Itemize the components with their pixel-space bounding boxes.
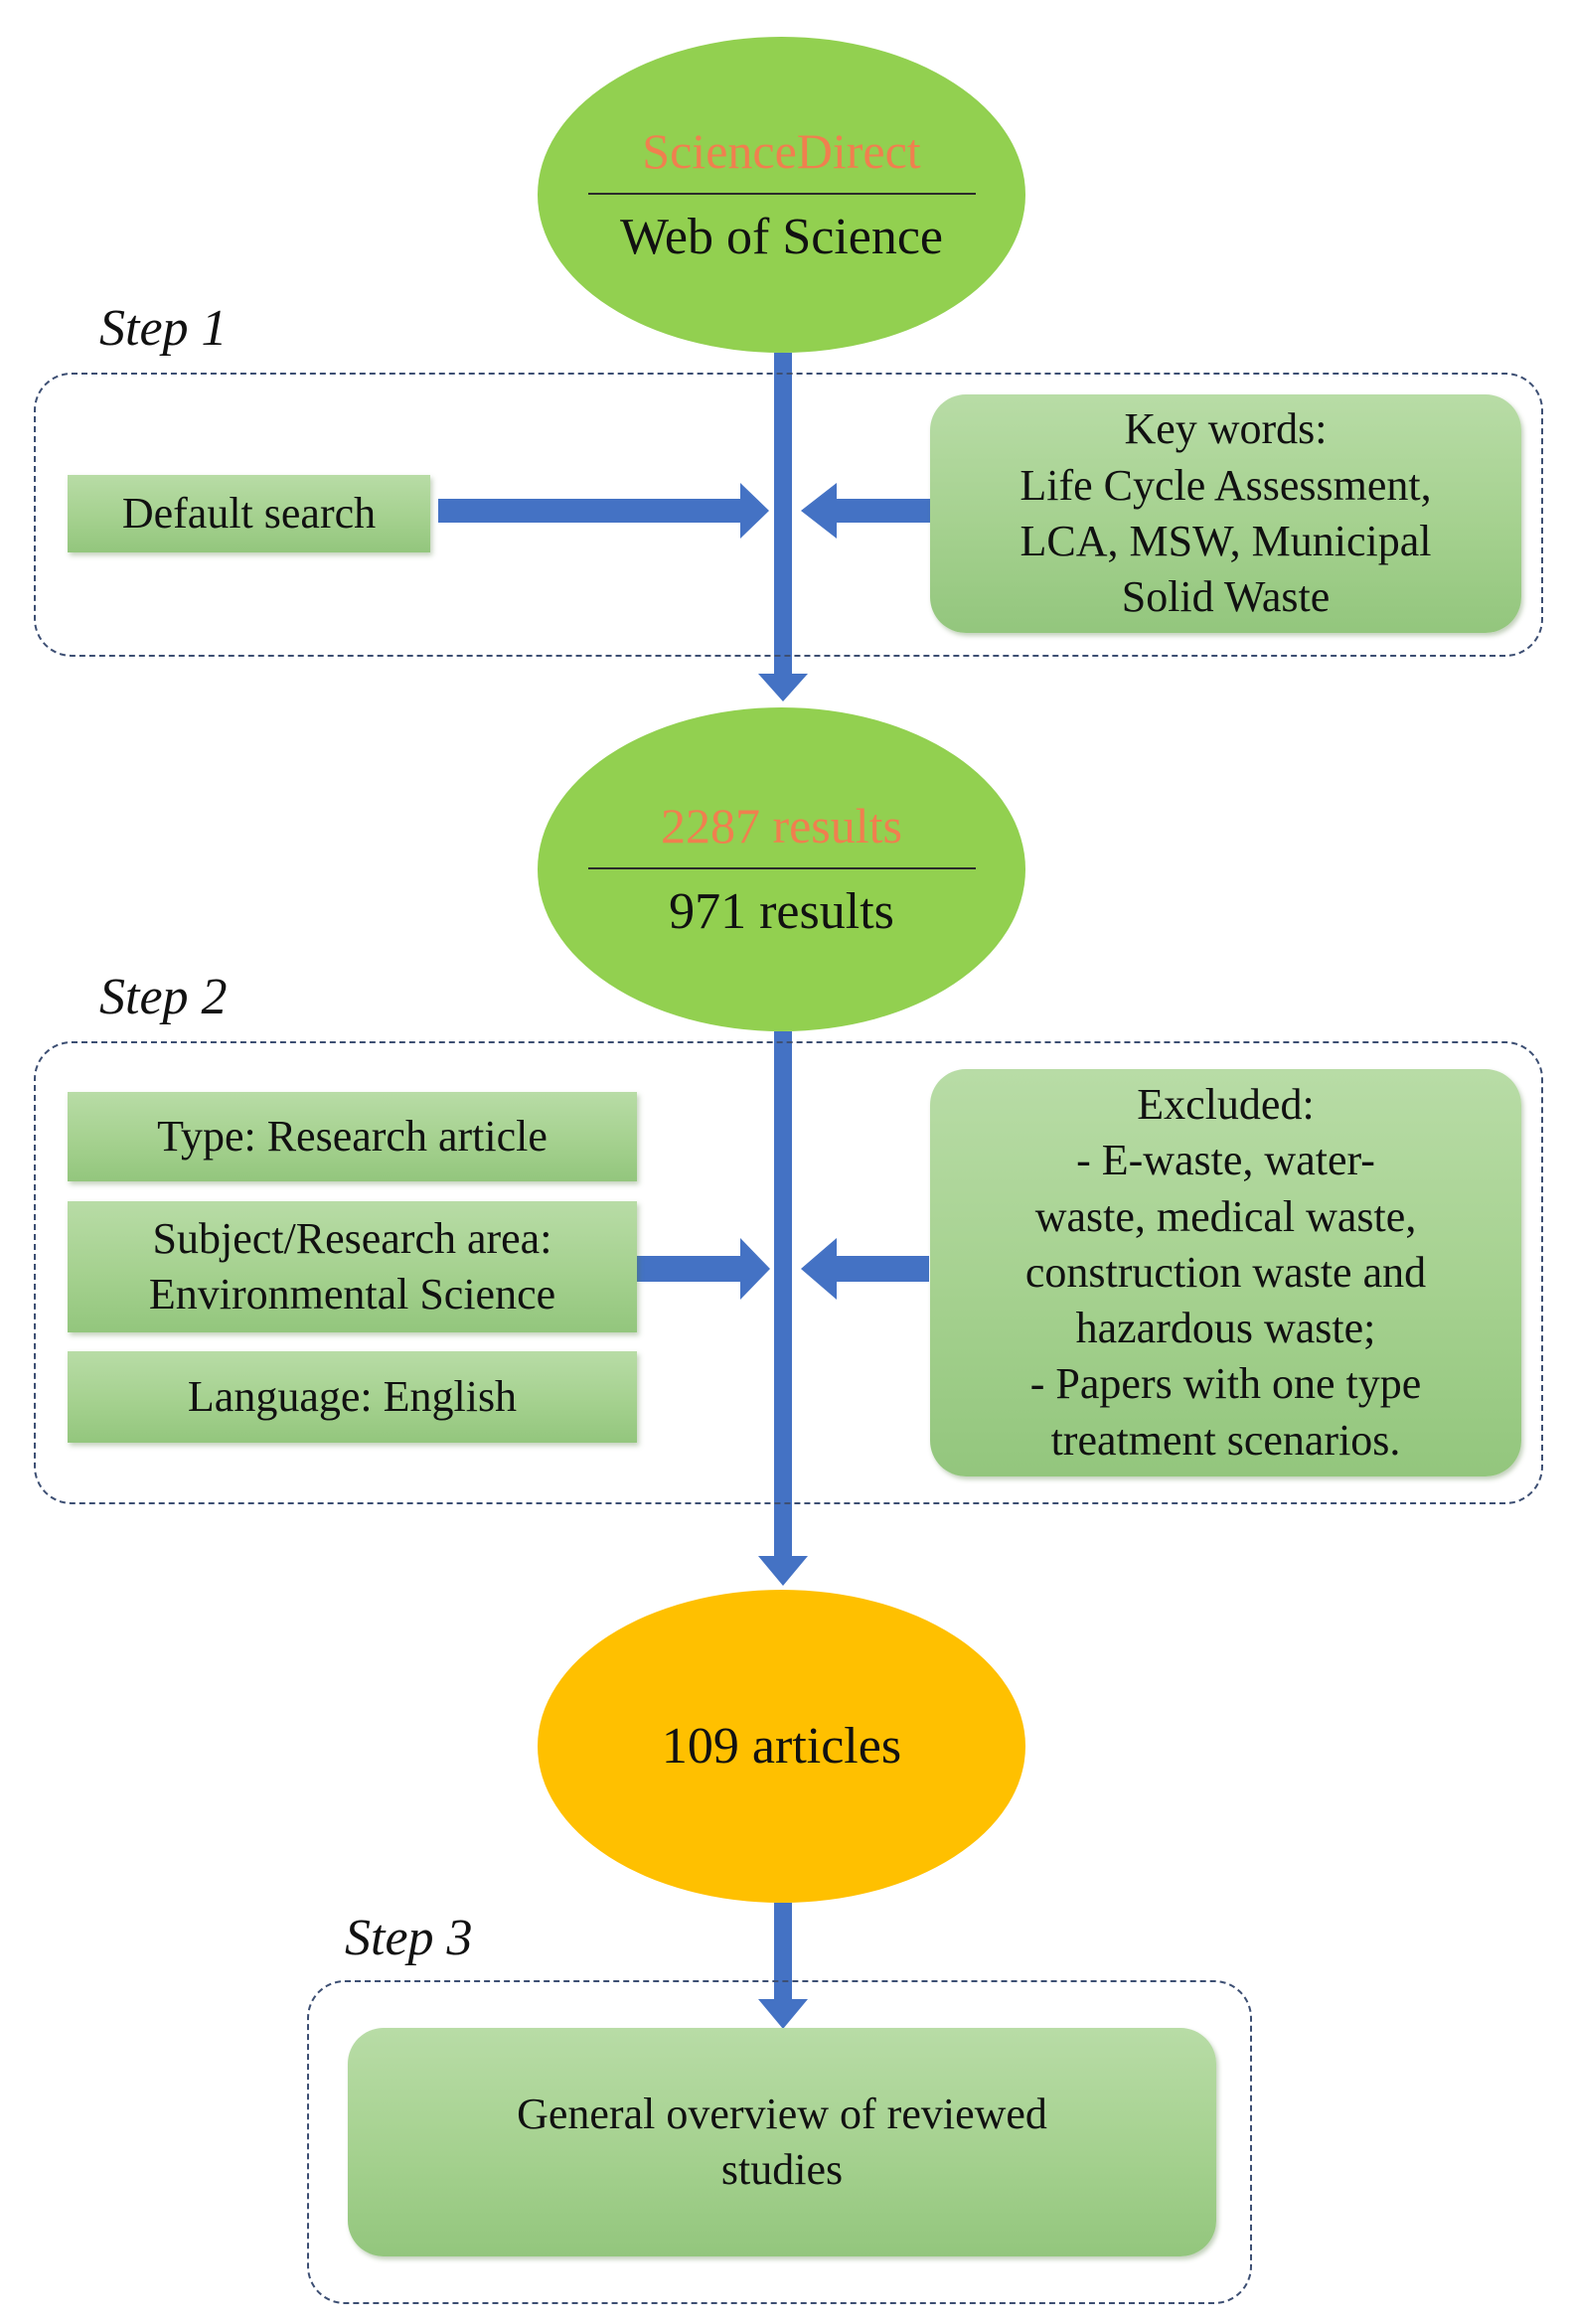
main-arrow-head-1 [758, 674, 808, 701]
sources-ellipse: ScienceDirect Web of Science [538, 37, 1025, 353]
keywords-line-3: LCA, MSW, Municipal [1020, 517, 1432, 565]
excluded-line-1: Excluded: [1137, 1079, 1315, 1129]
overview-line-1: General overview of reviewed [517, 2089, 1047, 2138]
excluded-line-5: hazardous waste; [1075, 1304, 1376, 1353]
criteria-arrow-head [740, 1238, 770, 1300]
sciencedirect-label: ScienceDirect [642, 122, 921, 179]
step2-frame [34, 1041, 1543, 1504]
main-arrow-shaft-3 [774, 1903, 792, 2002]
type-criterion-box: Type: Research article [68, 1092, 637, 1181]
step3-label: Step 3 [345, 1910, 473, 1966]
subject-criterion-box: Subject/Research area: Environmental Sci… [68, 1201, 637, 1332]
subject-criterion-line-1: Subject/Research area: [152, 1213, 552, 1263]
language-criterion-label: Language: English [187, 1371, 518, 1421]
default-search-box: Default search [68, 475, 430, 552]
default-search-arrow-head [740, 483, 769, 539]
excluded-arrow-head [801, 1238, 837, 1300]
main-arrow-shaft-1 [774, 353, 792, 676]
results-divider [587, 866, 976, 869]
keywords-arrow-shaft [830, 499, 930, 523]
step1-frame [34, 373, 1543, 657]
keywords-line-2: Life Cycle Assessment, [1020, 460, 1432, 510]
overview-box: General overview of reviewed studies [348, 2028, 1216, 2256]
criteria-arrow-shaft [637, 1256, 746, 1282]
keywords-box: Key words: Life Cycle Assessment, LCA, M… [930, 394, 1521, 633]
subject-criterion-line-2: Environmental Science [148, 1270, 556, 1318]
type-criterion-label: Type: Research article [157, 1111, 548, 1161]
excluded-line-4: construction waste and [1024, 1247, 1427, 1297]
default-search-label: Default search [121, 488, 377, 538]
step2-label: Step 2 [99, 969, 228, 1025]
keywords-arrow-head [801, 483, 837, 539]
articles-count: 109 articles [661, 1717, 902, 1775]
main-arrow-head-2 [758, 1556, 808, 1586]
results-ellipse: 2287 results 971 results [538, 707, 1025, 1031]
sources-divider [587, 192, 976, 195]
default-search-arrow-shaft [438, 499, 746, 523]
keywords-line-4: Solid Waste [1121, 572, 1331, 622]
excluded-box: Excluded: - E-waste, water- waste, medic… [930, 1069, 1521, 1476]
language-criterion-box: Language: English [68, 1351, 637, 1443]
excluded-line-3: waste, medical waste, [1034, 1191, 1417, 1241]
excluded-arrow-shaft [830, 1256, 929, 1282]
excluded-line-2: - E-waste, water- [1076, 1136, 1375, 1185]
articles-ellipse: 109 articles [538, 1590, 1025, 1903]
step1-label: Step 1 [99, 300, 228, 357]
main-arrow-head-3 [758, 1999, 808, 2029]
web-of-science-results-count: 971 results [669, 882, 894, 940]
sciencedirect-results-count: 2287 results [660, 797, 903, 853]
excluded-line-7: treatment scenarios. [1050, 1415, 1401, 1465]
main-arrow-shaft-2 [774, 1031, 792, 1558]
step3-frame [307, 1980, 1252, 2304]
web-of-science-label: Web of Science [620, 208, 943, 265]
keywords-line-1: Key words: [1124, 404, 1328, 454]
excluded-line-6: - Papers with one type [1029, 1359, 1422, 1409]
overview-line-2: studies [720, 2145, 844, 2194]
